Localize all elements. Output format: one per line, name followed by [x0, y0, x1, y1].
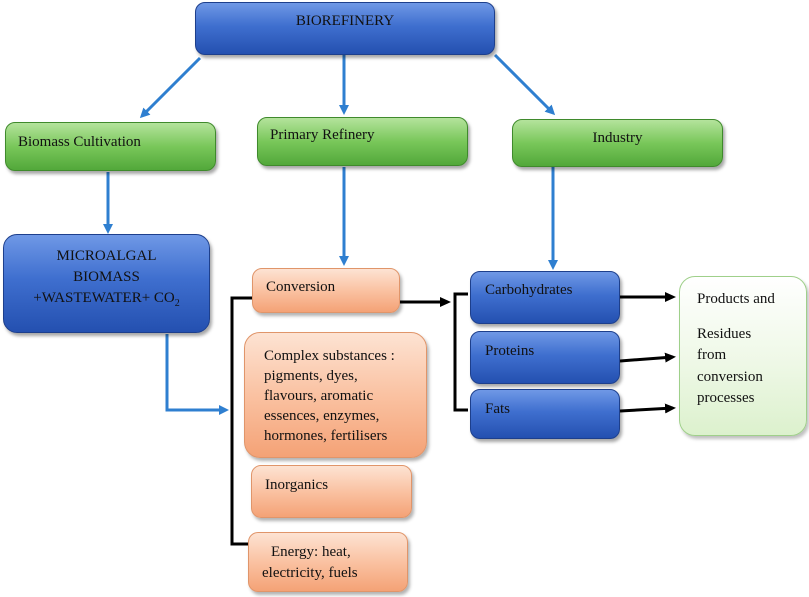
complex-line-1: Complex substances :	[264, 348, 395, 364]
microalgal-biomass-node: MICROALGAL BIOMASS +WASTEWATER+ CO2	[3, 234, 210, 333]
industry-node: Industry	[512, 119, 723, 167]
energy-line-2: electricity, fuels	[262, 565, 358, 581]
inorganics-label: Inorganics	[265, 477, 329, 493]
arrow-to-cultivation	[139, 56, 202, 119]
complex-line-5: hormones, fertilisers	[264, 428, 388, 444]
products-line-4: conversion	[697, 369, 763, 385]
arrow-biomass-to-bracket	[165, 334, 229, 415]
products-line-5: processes	[697, 390, 755, 406]
biomass-cultivation-node: Biomass Cultivation	[5, 122, 216, 171]
carbohydrates-node: Carbohydrates	[470, 271, 620, 324]
primary-refinery-node: Primary Refinery	[257, 117, 468, 166]
proteins-label: Proteins	[485, 343, 535, 359]
right-bracket	[453, 292, 468, 412]
products-line-2: Residues	[697, 326, 752, 342]
complex-line-4: essences, enzymes,	[264, 408, 380, 424]
complex-line-2: pigments, dyes,	[264, 368, 358, 384]
inorganics-node: Inorganics	[251, 465, 412, 518]
primary-refinery-label: Primary Refinery	[270, 127, 375, 143]
industry-label: Industry	[592, 130, 643, 146]
biomass-line-1: MICROALGAL	[56, 248, 157, 264]
products-node: Products and Residues from conversion pr…	[679, 276, 807, 436]
left-bracket	[230, 296, 252, 546]
energy-line-1: Energy: heat,	[271, 544, 351, 560]
conversion-node: Conversion	[252, 268, 400, 313]
proteins-node: Proteins	[470, 331, 620, 384]
arrow-proteins-to-products	[619, 352, 676, 363]
arrow-fats-to-products	[619, 403, 676, 414]
fats-label: Fats	[485, 401, 511, 417]
fats-node: Fats	[470, 389, 620, 439]
biomass-line-3: +WASTEWATER+ CO2	[4, 289, 209, 313]
biorefinery-label: BIOREFINERY	[295, 13, 395, 29]
arrow-to-industry	[493, 53, 556, 116]
biomass-co2-subscript: 2	[174, 298, 180, 309]
biomass-line-3-main: +WASTEWATER+ CO	[33, 290, 175, 306]
energy-node: Energy: heat, electricity, fuels	[248, 532, 408, 592]
conversion-label: Conversion	[266, 279, 336, 295]
biomass-line-2: BIOMASS	[73, 269, 140, 285]
carbohydrates-label: Carbohydrates	[485, 282, 573, 298]
products-line-1: Products and	[697, 291, 775, 307]
products-line-3: from	[697, 347, 727, 363]
biorefinery-node: BIOREFINERY	[195, 2, 495, 55]
complex-line-3: flavours, aromatic	[264, 388, 374, 404]
complex-substances-node: Complex substances : pigments, dyes, fla…	[244, 332, 427, 458]
biomass-cultivation-label: Biomass Cultivation	[18, 134, 141, 150]
